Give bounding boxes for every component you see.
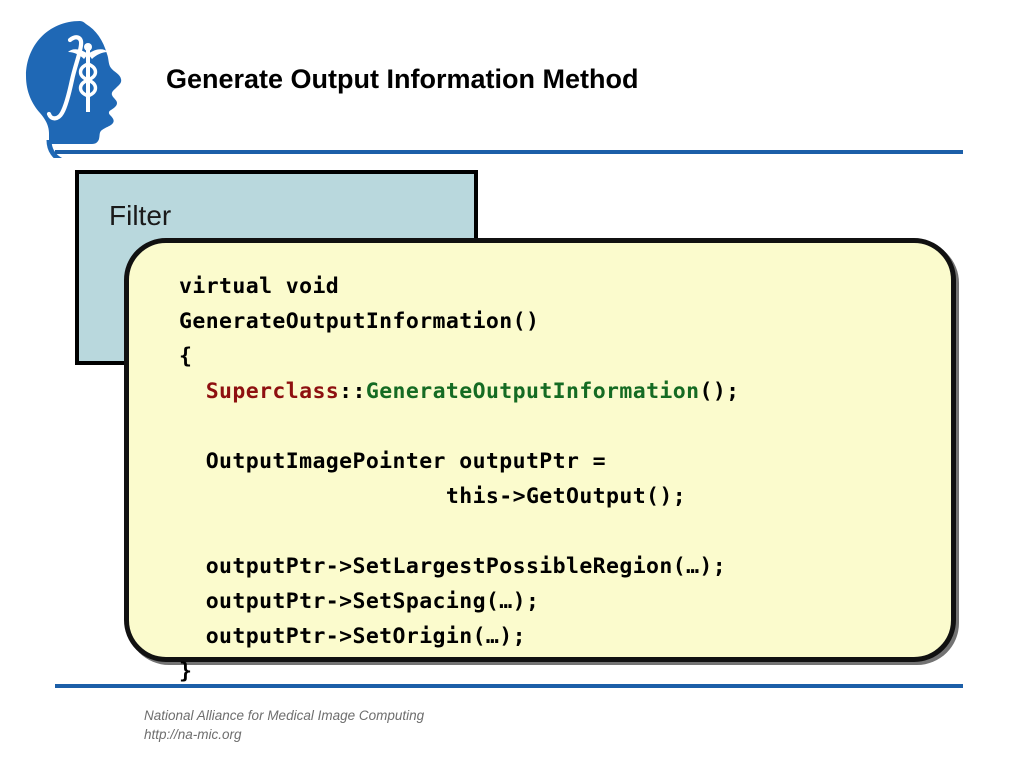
header-divider <box>55 150 963 154</box>
code-line: this->GetOutput(); <box>179 479 740 514</box>
page-title: Generate Output Information Method <box>166 64 639 94</box>
code-line: outputPtr->SetSpacing(…); <box>179 584 740 619</box>
code-token-plain: outputPtr->SetLargestPossibleRegion(…); <box>179 554 727 579</box>
filter-class-label: Filter <box>109 200 172 231</box>
code-line: outputPtr->SetOrigin(…); <box>179 619 740 654</box>
code-token-plain: virtual void <box>179 274 340 299</box>
code-line <box>179 409 740 444</box>
code-token-plain: (); <box>699 379 740 404</box>
code-line: { <box>179 339 740 374</box>
code-token-method: GenerateOutputInformation <box>365 379 700 404</box>
slide-header: Generate Output Information Method <box>0 0 1024 171</box>
footer-line-organization: National Alliance for Medical Image Comp… <box>144 708 425 723</box>
code-token-plain: :: <box>339 379 366 404</box>
footer-divider <box>55 684 963 688</box>
code-line: Superclass::GenerateOutputInformation(); <box>179 374 740 409</box>
code-line: virtual void <box>179 269 740 304</box>
code-token-plain: OutputImagePointer outputPtr = <box>179 449 607 474</box>
code-token-class: Superclass <box>205 379 340 404</box>
code-line: } <box>179 654 740 689</box>
code-token-plain: { <box>179 344 193 369</box>
footer-attribution: National Alliance for Medical Image Comp… <box>144 706 424 744</box>
code-line: GenerateOutputInformation() <box>179 304 740 339</box>
footer-line-url: http://na-mic.org <box>144 727 242 742</box>
code-line: outputPtr->SetLargestPossibleRegion(…); <box>179 549 740 584</box>
code-line: OutputImagePointer outputPtr = <box>179 444 740 479</box>
code-token-plain: GenerateOutputInformation() <box>179 309 540 334</box>
code-token-plain: outputPtr->SetOrigin(…); <box>179 624 526 649</box>
namic-head-integral-caduceus-logo <box>18 18 149 171</box>
code-token-plain: this->GetOutput(); <box>179 484 687 509</box>
code-token-plain <box>179 379 206 404</box>
code-token-plain: } <box>179 659 193 684</box>
code-line <box>179 514 740 549</box>
code-token-plain: outputPtr->SetSpacing(…); <box>179 589 540 614</box>
